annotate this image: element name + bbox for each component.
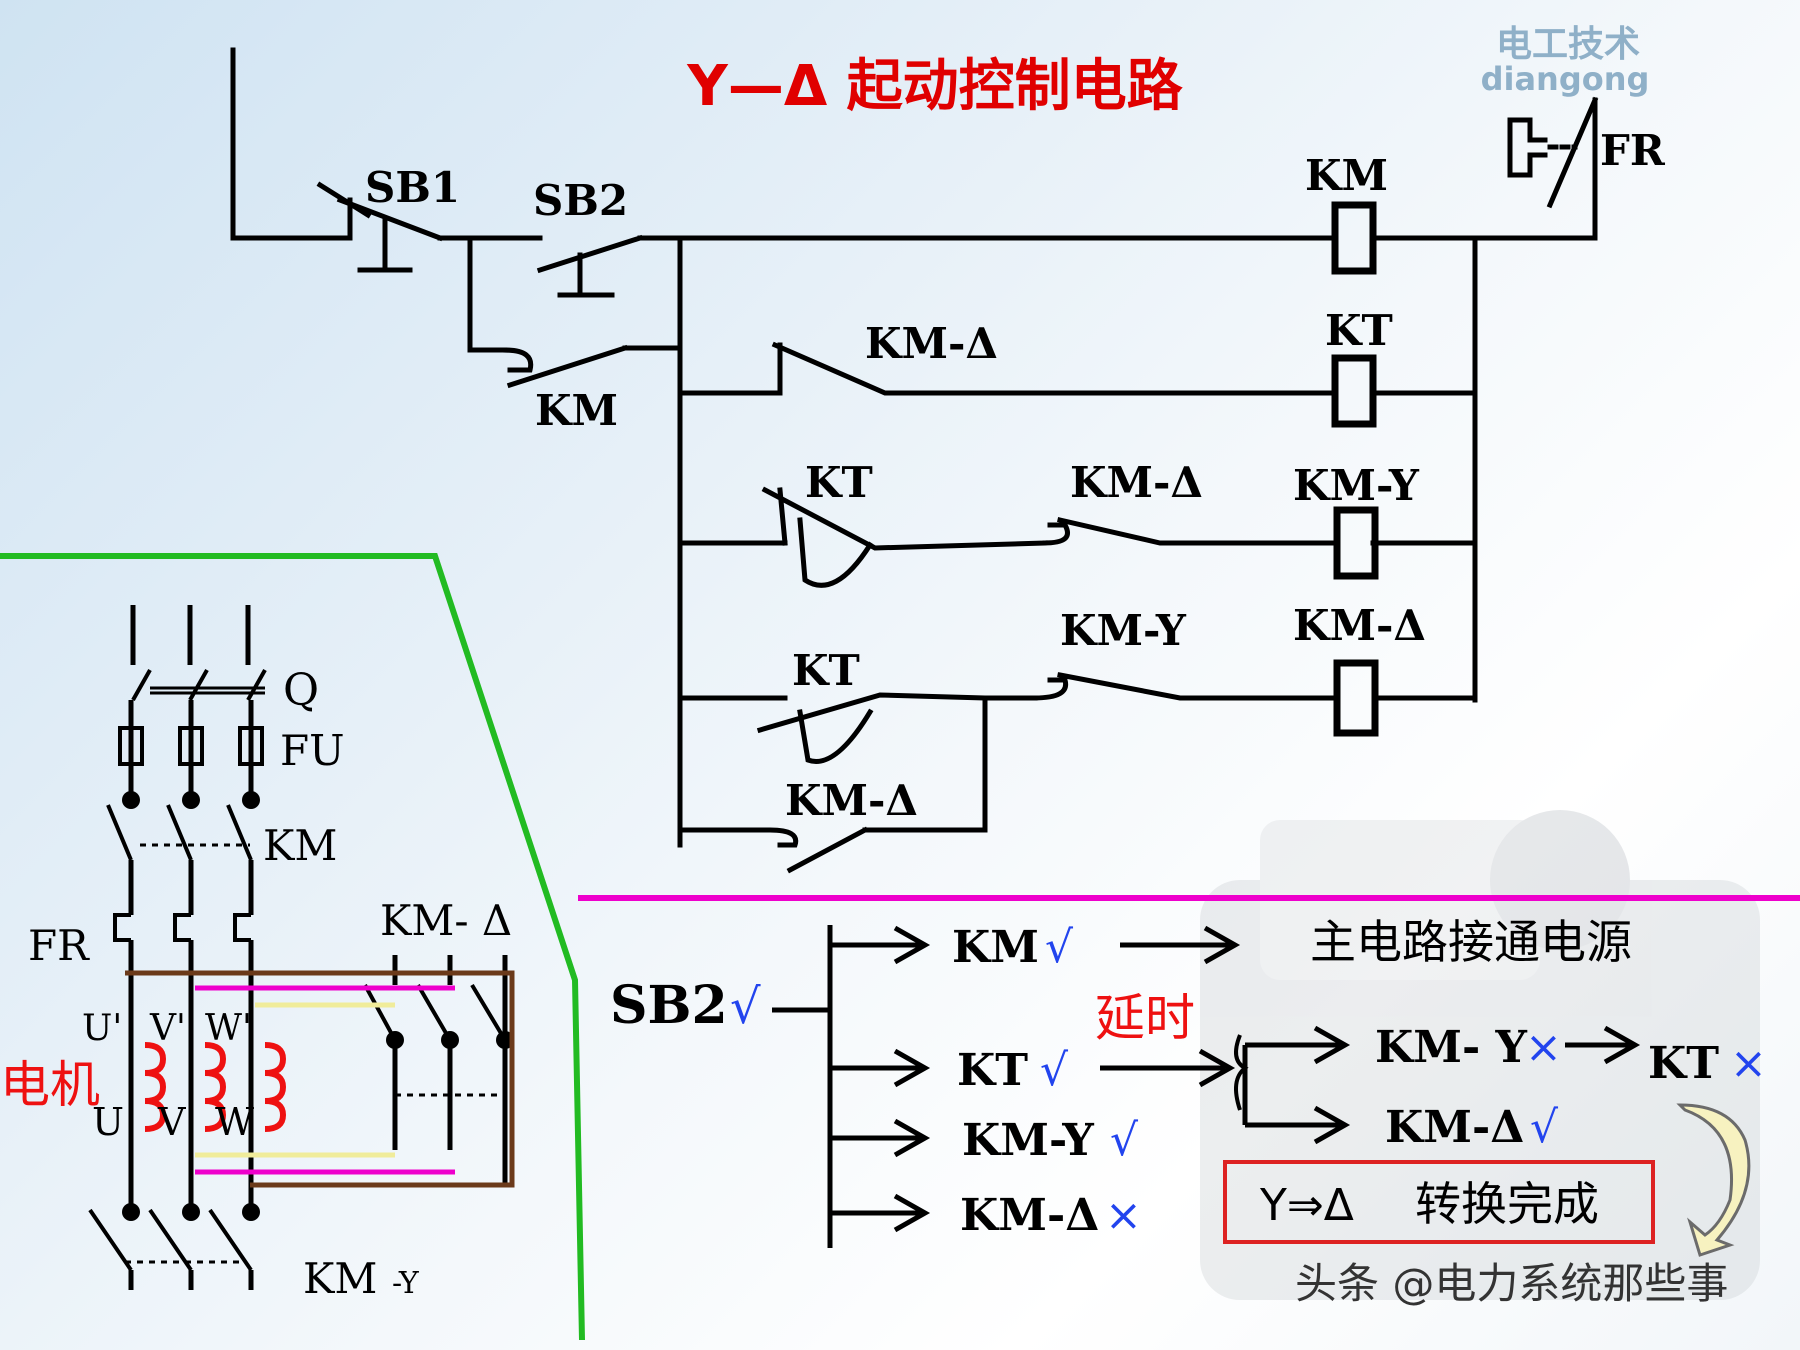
supply-line bbox=[230, 47, 353, 241]
brace bbox=[1234, 1034, 1249, 1111]
kt-delay-arc-1 bbox=[797, 517, 874, 588]
sequence-labels: SB2 √ KM √ 主电路接通电源 KT √ 延时 KM-Y √ KM-Δ ×… bbox=[610, 915, 1767, 1241]
label-row4-kmd: KM-Δ bbox=[785, 776, 918, 825]
magenta-wiring bbox=[195, 985, 455, 1175]
seq-right-kt: KT bbox=[1648, 1038, 1719, 1089]
coil-kmd bbox=[1333, 659, 1379, 737]
label-row4-kmy: KM-Y bbox=[1060, 606, 1187, 655]
label-motor: 电机 bbox=[0, 1056, 100, 1114]
coil-kt bbox=[1331, 354, 1377, 428]
watermark-logo: 电工技术 diangong bbox=[1481, 24, 1650, 98]
label-coil-kmd: KM-Δ bbox=[1293, 601, 1426, 650]
label-row2-contact: KM-Δ bbox=[865, 319, 998, 368]
credit-text: 头条 @电力系统那些事 bbox=[1295, 1259, 1728, 1308]
seq-delay: 延时 bbox=[1095, 989, 1195, 1047]
label-coil-kt: KT bbox=[1325, 306, 1393, 355]
seq-right-kmd: KM-Δ bbox=[1385, 1102, 1524, 1153]
label-row4-kt: KT bbox=[792, 646, 860, 695]
fr-contact bbox=[1507, 96, 1599, 209]
label-row3-kmd: KM-Δ bbox=[1070, 458, 1203, 507]
seq-right-kmd-check: √ bbox=[1530, 1102, 1559, 1153]
curved-arrow-icon bbox=[1676, 1103, 1751, 1257]
label-main-kmd: KM- Δ bbox=[380, 896, 512, 945]
seq-right-kt-cross: × bbox=[1730, 1038, 1767, 1089]
coil-kmy bbox=[1333, 506, 1379, 580]
motor-windings bbox=[144, 1042, 287, 1132]
main-labels: Q FU KM FR KM- Δ U' V' W' U V W 电机 KM -Y bbox=[0, 665, 512, 1303]
page-title: Y—Δ 起动控制电路 bbox=[686, 54, 1183, 119]
main-circuit bbox=[88, 605, 508, 1290]
seq-right-kmy: KM- Y bbox=[1375, 1022, 1528, 1073]
mechanical-link-lines bbox=[125, 843, 505, 1264]
seq-kmy-check: √ bbox=[1110, 1115, 1139, 1166]
label-v1: V' bbox=[149, 1008, 186, 1049]
background-device-image bbox=[1200, 810, 1760, 1300]
label-u1: U' bbox=[82, 1008, 122, 1049]
control-labels: SB1 SB2 KM FR KM KT KM-Y KM-Δ KM-Δ KT KM… bbox=[365, 126, 1666, 825]
label-w1: W' bbox=[205, 1008, 252, 1049]
seq-kt-check: √ bbox=[1040, 1045, 1069, 1096]
sequence-lines bbox=[772, 925, 1641, 1248]
label-u: U bbox=[92, 1100, 124, 1144]
kt-delay-arc-2 bbox=[797, 708, 874, 764]
label-coil-km: KM bbox=[1305, 151, 1388, 200]
control-circuit bbox=[230, 47, 1599, 874]
completion-text: 转换完成 bbox=[1415, 1177, 1599, 1231]
sb1-contact bbox=[316, 181, 444, 273]
seq-kmd-cross: × bbox=[1105, 1190, 1142, 1241]
seq-km: KM bbox=[952, 922, 1039, 973]
label-coil-kmy: KM-Y bbox=[1293, 461, 1420, 510]
label-main-kmy: KM bbox=[303, 1254, 377, 1303]
label-v: V bbox=[157, 1100, 186, 1144]
label-km-hold: KM bbox=[535, 386, 618, 435]
seq-kmd: KM-Δ bbox=[960, 1190, 1099, 1241]
green-divider bbox=[0, 553, 585, 1341]
sb2-contact bbox=[536, 234, 644, 298]
km-hold-branch bbox=[467, 235, 508, 353]
label-row3-kt: KT bbox=[805, 458, 873, 507]
seq-kt: KT bbox=[957, 1045, 1028, 1096]
seq-sb2-check: √ bbox=[730, 979, 761, 1035]
watermark-line1: 电工技术 bbox=[1496, 24, 1640, 65]
label-main-km: KM bbox=[263, 821, 337, 870]
label-sb2: SB2 bbox=[533, 176, 628, 225]
completion-box bbox=[1223, 1160, 1655, 1244]
watermark-line2: diangong bbox=[1481, 60, 1650, 98]
completion-yd: Y⇒Δ bbox=[1259, 1180, 1354, 1231]
label-q: Q bbox=[283, 665, 319, 716]
coil-km bbox=[1331, 201, 1377, 275]
seq-main-power: 主电路接通电源 bbox=[1310, 915, 1632, 969]
label-fr: FR bbox=[1600, 126, 1666, 175]
label-main-fr: FR bbox=[28, 921, 90, 970]
brown-wiring bbox=[125, 970, 515, 1188]
seq-kmy: KM-Y bbox=[962, 1115, 1094, 1166]
label-w: W bbox=[215, 1100, 254, 1144]
label-sb1: SB1 bbox=[365, 163, 460, 212]
seq-right-kmy-cross: × bbox=[1525, 1022, 1562, 1073]
label-main-kmy-sub: -Y bbox=[392, 1266, 420, 1301]
seq-sb2: SB2 bbox=[610, 975, 728, 1036]
seq-km-check: √ bbox=[1045, 922, 1074, 973]
label-fu: FU bbox=[280, 726, 345, 775]
km-hold-contact bbox=[502, 344, 683, 389]
yellow-wiring bbox=[195, 1002, 395, 1158]
